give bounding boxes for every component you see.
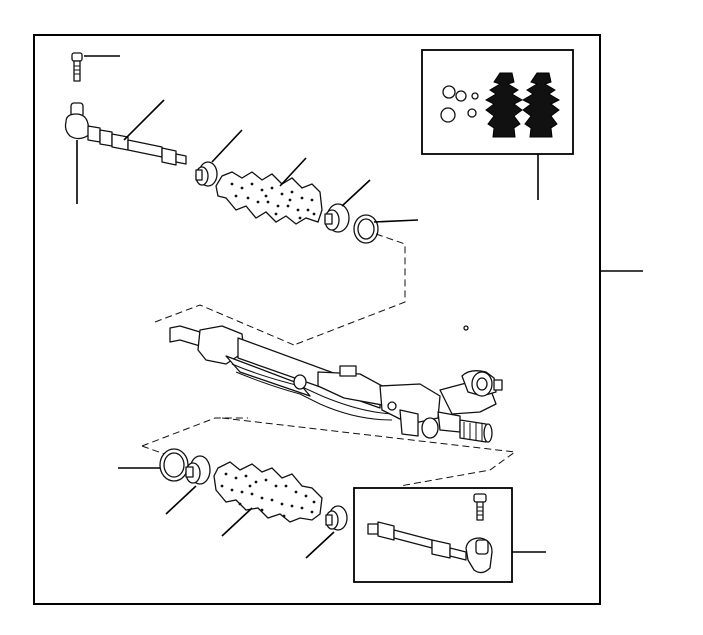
clamp-top-large	[324, 203, 350, 233]
clamp-bottom-small	[325, 505, 348, 531]
clamp-top-large-leader-line	[341, 179, 371, 207]
snap-ring-bottom	[159, 448, 189, 482]
tie-rod-end-top	[64, 102, 101, 143]
bellows-boot-bottom	[213, 461, 323, 523]
tie-rod-leader-line	[123, 99, 165, 141]
rack-outline-dashed-bottom	[141, 417, 517, 487]
rack-outline-dashed-top	[154, 304, 295, 346]
snap-ring-top	[353, 214, 379, 244]
boot-kit-bellows-left-icon	[484, 72, 524, 138]
bellows-boot-top	[215, 171, 323, 225]
bellows-boot-bottom-dots	[220, 472, 316, 518]
boot-kit-bellows-right-icon	[521, 72, 561, 138]
inset-tie-rod-icon	[367, 521, 493, 574]
steering-rack-housing	[169, 325, 503, 443]
clamp-top-small	[195, 161, 218, 187]
inset-bolt-icon	[473, 493, 487, 521]
top-guide-dashed-line	[293, 233, 406, 346]
clamp-top-small-leader-line	[211, 129, 243, 163]
tie-rod-end-bolt-top	[71, 52, 83, 82]
bellows-boot-bottom-leader-line	[221, 507, 253, 537]
snap-ring-top-leader-line	[373, 219, 419, 223]
clamp-bottom-large-leader-line	[165, 485, 197, 515]
bellows-boot-top-dots	[230, 182, 316, 220]
bellows-boot-top-leader-line	[279, 157, 307, 187]
clamp-bottom-small-leader-line	[305, 531, 335, 559]
tie-rod-kit-inset	[353, 487, 513, 583]
main-frame	[33, 34, 601, 605]
small-rings-icon	[440, 85, 479, 123]
clamp-bottom-large	[185, 455, 211, 485]
inner-tie-rod-top	[99, 129, 187, 166]
boot-kit-inset	[421, 49, 574, 155]
